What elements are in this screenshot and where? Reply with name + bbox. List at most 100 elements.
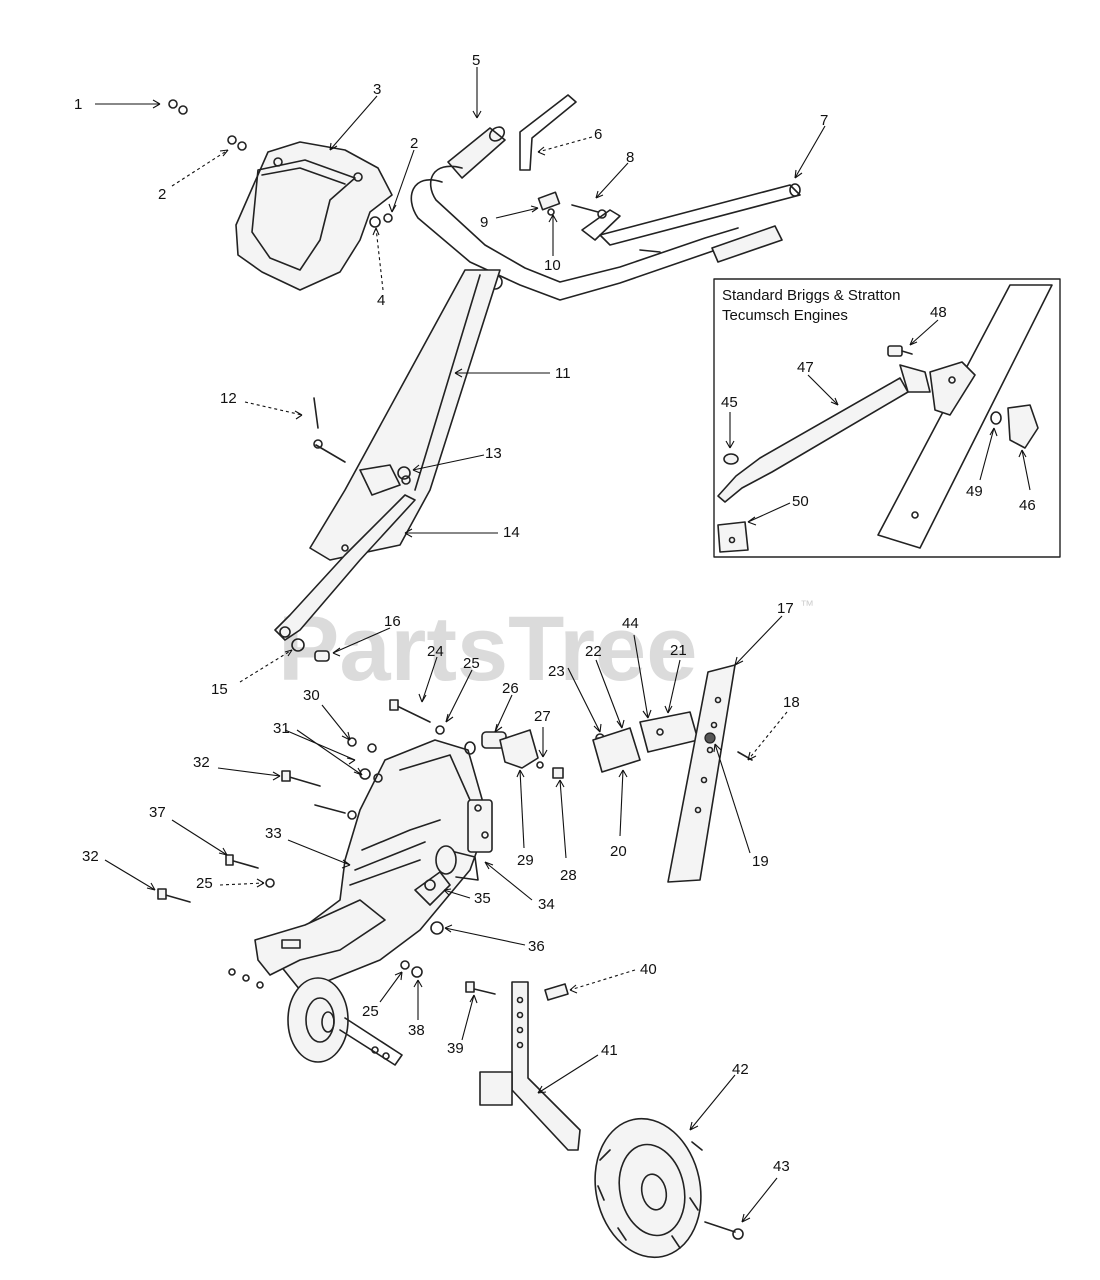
callout-32-lower: 32 xyxy=(82,848,99,865)
engine-inset: Standard Briggs & Stratton Tecumsch Engi… xyxy=(713,278,1061,558)
bolt-37 xyxy=(225,854,259,869)
callout-9: 9 xyxy=(480,214,488,231)
hardware-16 xyxy=(314,650,330,662)
callout-41: 41 xyxy=(601,1042,618,1059)
callout-7: 7 xyxy=(820,112,828,129)
callout-27: 27 xyxy=(534,708,551,725)
callout-19: 19 xyxy=(752,853,769,870)
hardware-4 xyxy=(369,216,381,228)
callout-14: 14 xyxy=(503,524,520,541)
inset-title-line1: Standard Briggs & Stratton xyxy=(722,287,900,304)
tine-shield xyxy=(254,899,386,976)
control-rod-7 xyxy=(581,183,801,253)
callout-11: 11 xyxy=(555,365,571,382)
callout-34: 34 xyxy=(538,896,555,913)
callout-5: 5 xyxy=(472,52,480,69)
handle-grip-5 xyxy=(447,126,506,179)
hardware-8 xyxy=(571,204,607,219)
depth-bar-17 xyxy=(667,664,736,883)
wheel-42 xyxy=(594,1117,703,1259)
tine-shaft-34 xyxy=(435,845,479,881)
callout-38: 38 xyxy=(408,1022,425,1039)
callout-45: 45 xyxy=(721,394,738,411)
callout-18: 18 xyxy=(783,694,800,711)
bearing-housing xyxy=(228,968,403,1066)
watermark: PartsTree xyxy=(278,598,697,700)
callout-20: 20 xyxy=(610,843,627,860)
bracket-29 xyxy=(499,729,539,769)
hardware-1 xyxy=(168,99,188,115)
hardware-43 xyxy=(704,1221,744,1240)
inset-nut-45 xyxy=(723,453,739,465)
callout-33: 33 xyxy=(265,825,282,842)
callout-12: 12 xyxy=(220,390,237,407)
bracket-13 xyxy=(359,464,411,496)
callout-29: 29 xyxy=(517,852,534,869)
callout-48: 48 xyxy=(930,304,947,321)
inset-bracket xyxy=(929,361,976,416)
washer-25-left xyxy=(265,878,275,888)
inset-brace-47 xyxy=(717,364,931,503)
callout-23: 23 xyxy=(548,663,565,680)
pin-39 xyxy=(465,981,496,995)
callout-8: 8 xyxy=(626,149,634,166)
bracket-20 xyxy=(592,727,641,773)
callout-22: 22 xyxy=(585,643,602,660)
engine-cover xyxy=(235,141,393,291)
callout-37: 37 xyxy=(149,804,166,821)
callout-3: 3 xyxy=(373,81,381,98)
hardware-36 xyxy=(430,921,444,935)
bolt-32-lower xyxy=(157,888,191,903)
hardware-2-right xyxy=(383,213,393,223)
callout-35: 35 xyxy=(474,890,491,907)
hardware-27 xyxy=(536,761,544,769)
callout-2-left: 2 xyxy=(158,186,166,203)
inset-title-line2: Tecumsch Engines xyxy=(722,307,848,324)
callout-1: 1 xyxy=(74,96,82,113)
wheel-bracket-41 xyxy=(479,981,581,1151)
washer-25-lower xyxy=(400,960,410,970)
callout-28: 28 xyxy=(560,867,577,884)
callout-36: 36 xyxy=(528,938,545,955)
pin-12 xyxy=(313,397,346,463)
callout-25-center: 25 xyxy=(463,655,480,672)
callout-31: 31 xyxy=(273,720,290,737)
callout-2-right: 2 xyxy=(410,135,418,152)
callout-15: 15 xyxy=(211,681,228,698)
inset-bolt-48 xyxy=(887,345,913,357)
bracket-21 xyxy=(639,711,699,753)
control-lever-6 xyxy=(519,94,577,216)
hardware-2-left xyxy=(227,135,247,151)
callout-44: 44 xyxy=(622,615,639,632)
bushing-26 xyxy=(464,731,507,755)
hardware-38 xyxy=(411,966,423,978)
hardware-15 xyxy=(291,638,305,652)
callout-32-upper: 32 xyxy=(193,754,210,771)
support-arm-14 xyxy=(274,494,416,641)
callout-30: 30 xyxy=(303,687,320,704)
callout-47: 47 xyxy=(797,359,814,376)
callout-21: 21 xyxy=(670,642,687,659)
callout-25-lower: 25 xyxy=(362,1003,379,1020)
leader-lines xyxy=(95,67,1031,1223)
callout-25-left: 25 xyxy=(196,875,213,892)
handle-tube xyxy=(309,269,501,561)
callout-46: 46 xyxy=(1019,497,1036,514)
callout-labels: 1 2 3 2 4 5 6 7 8 9 10 11 12 13 14 15 16… xyxy=(74,52,1036,1175)
washer-25-center xyxy=(435,725,445,735)
bracket-35 xyxy=(414,871,451,906)
callout-13: 13 xyxy=(485,445,502,462)
bolt-28 xyxy=(552,767,564,779)
callout-17: 17 xyxy=(777,600,794,617)
bolt-24 xyxy=(389,699,431,723)
bolt-32-upper xyxy=(281,770,321,787)
callout-39: 39 xyxy=(447,1040,464,1057)
callout-43: 43 xyxy=(773,1158,790,1175)
callout-24: 24 xyxy=(427,643,444,660)
callout-16: 16 xyxy=(384,613,401,630)
watermark-trademark: ™ xyxy=(800,597,814,613)
callout-50: 50 xyxy=(792,493,809,510)
callout-42: 42 xyxy=(732,1061,749,1078)
callout-4: 4 xyxy=(377,292,385,309)
callout-26: 26 xyxy=(502,680,519,697)
